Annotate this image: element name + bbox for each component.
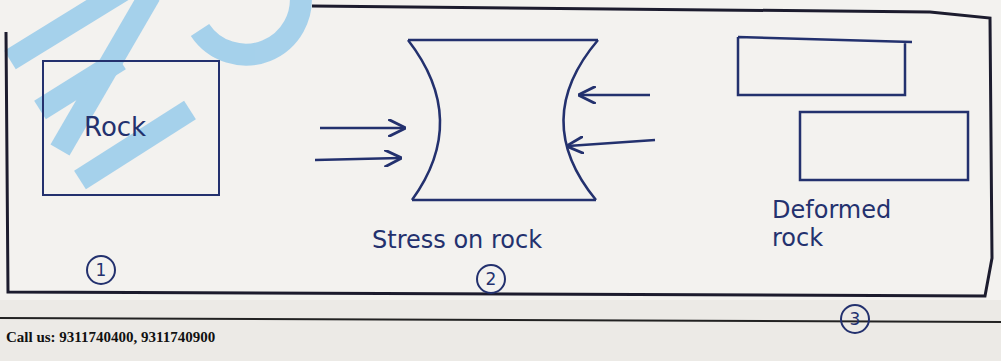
rock-box: Rock (42, 60, 220, 196)
callout-number: 3 (840, 304, 870, 334)
paper (0, 0, 1001, 300)
contact-line: Call us: 9311740400, 9311740900 (6, 329, 406, 346)
deformed-blocks (738, 37, 968, 180)
stress-arrows (315, 95, 655, 160)
callout-number: 2 (476, 264, 506, 294)
watermark (10, 0, 301, 180)
caption: Deformed rock (772, 196, 922, 252)
node-text: Rock (84, 112, 146, 142)
frame (6, 6, 992, 296)
stressed-rock (408, 40, 598, 200)
callout-number: 1 (86, 255, 116, 285)
caption: Stress on rock (372, 226, 612, 254)
